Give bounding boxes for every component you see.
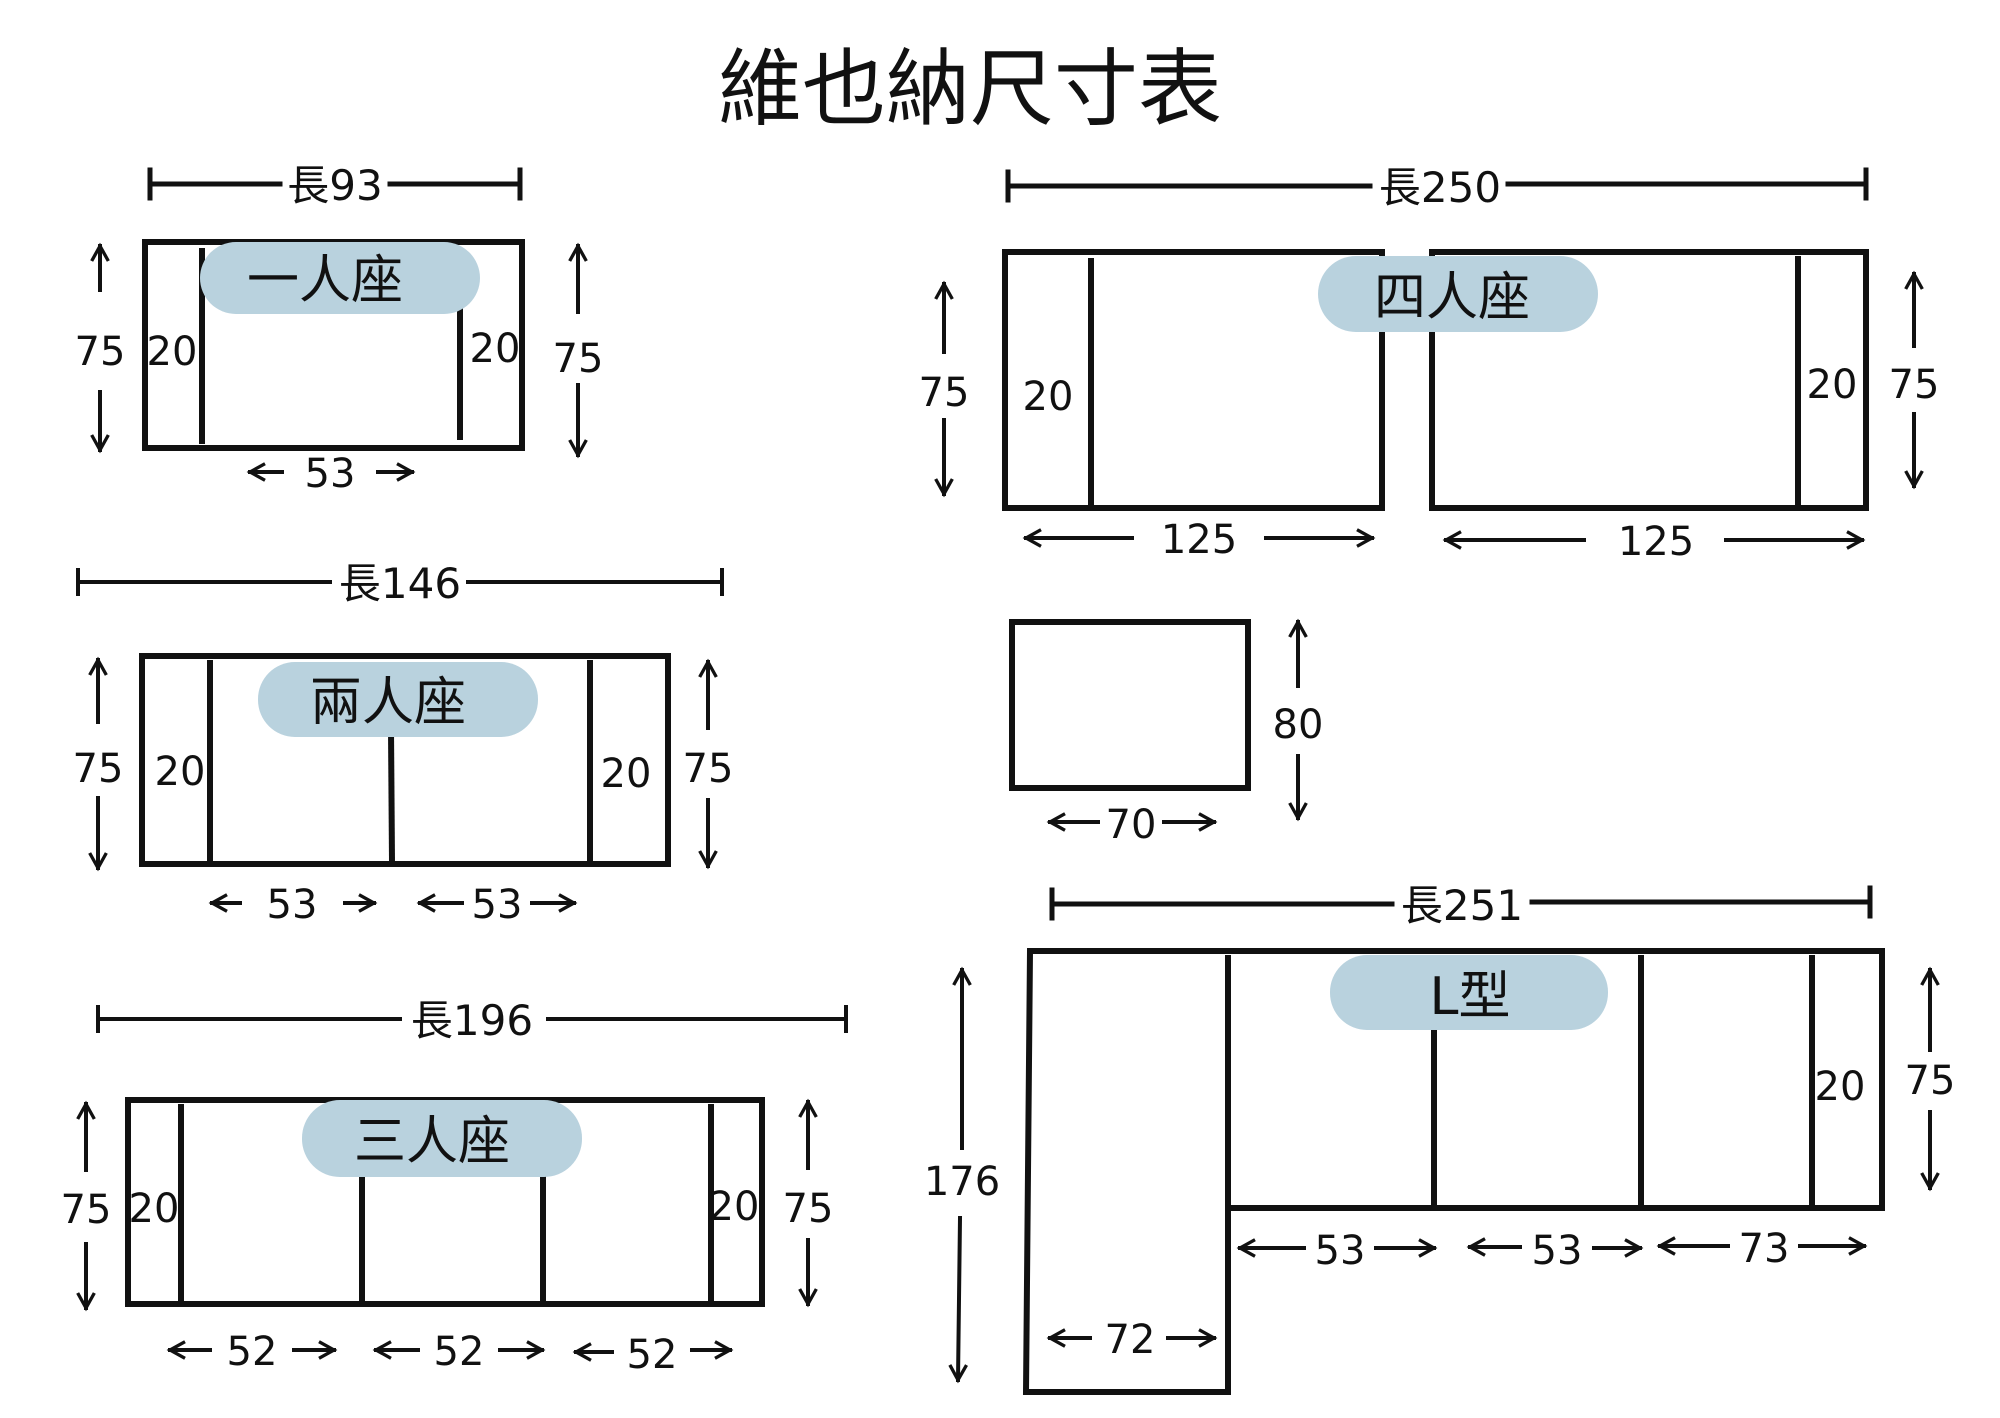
armrest-label-right: 20 [709,1184,760,1230]
name-pill: 兩人座 [258,662,538,737]
depth-label-right: 75 [683,746,734,792]
depth-label-left: 75 [75,329,126,375]
sofa-name: 四人座 [1374,268,1530,328]
armrest-label-left: 20 [129,1186,180,1232]
sofa-outline [139,653,671,867]
depth-label-right: 75 [553,336,604,382]
quad-seat-diagram: 長250 四人座 75 75 20 20 125 125 [919,163,1940,565]
length-label: 長146 [339,559,461,608]
armrest-label-left: 20 [155,749,206,795]
armrest-label-right: 20 [601,751,652,797]
ottoman-depth-label: 80 [1273,702,1324,748]
chaise-width-label: 72 [1105,1317,1156,1363]
armrest-label-right: 20 [1815,1064,1866,1110]
length-label: 長196 [411,996,533,1045]
double-seat-diagram: 長146 兩人座 75 75 20 20 53 53 [73,559,734,928]
depth-label-left: 75 [73,746,124,792]
depth-label-left: 75 [61,1187,112,1233]
sofa-name: 三人座 [354,1112,510,1172]
length-label: 長251 [1401,881,1523,930]
seat1-width-label: 53 [267,882,318,928]
length-label: 長93 [287,161,382,210]
seat-width-label: 53 [305,451,356,497]
name-pill: 一人座 [200,242,480,314]
armrest-label-left: 20 [147,329,198,375]
seat3-width-label: 52 [627,1332,678,1378]
sofa-left-outline [1002,249,1385,511]
sofa-right-outline [1429,249,1869,511]
ottoman-width-label: 70 [1106,802,1157,848]
seat1-width-label: 52 [227,1329,278,1375]
half1-width-label: 125 [1161,517,1237,563]
armrest-label-right: 20 [1807,362,1858,408]
name-pill: 三人座 [302,1100,582,1177]
triple-seat-diagram: 長196 三人座 75 75 20 20 52 52 52 [61,996,848,1378]
ottoman-outline [1009,619,1251,791]
seat2-width-label: 53 [472,882,523,928]
depth-label-left: 176 [924,1159,1000,1205]
sofa-name: L型 [1430,967,1511,1027]
single-seat-diagram: 長93 一人座 75 75 20 20 53 [75,161,604,497]
seat3-width-label: 73 [1739,1226,1790,1272]
sofa-name: 兩人座 [310,673,466,733]
name-pill: 四人座 [1318,256,1598,332]
sofa-outline [1022,948,1885,1395]
seat2-width-label: 53 [1532,1228,1583,1274]
depth-label-right: 75 [1889,362,1940,408]
armrest-label-right: 20 [470,326,521,372]
armrest-label-left: 20 [1023,374,1074,420]
depth-label-right: 75 [1905,1058,1956,1104]
page-title: 維也納尺寸表 [718,40,1222,138]
half2-width-label: 125 [1618,519,1694,565]
seat-divider [388,729,395,863]
seat2-width-label: 52 [434,1329,485,1375]
l-shape-diagram: 長251 L型 176 75 20 72 53 53 73 [924,881,1956,1395]
ottoman-diagram: 80 70 [1009,619,1324,848]
depth-arrow-down-left [958,1215,960,1380]
depth-label-left: 75 [919,370,970,416]
sofa-name: 一人座 [247,251,403,311]
length-label: 長250 [1379,163,1501,212]
seat1-width-label: 53 [1315,1228,1366,1274]
depth-label-right: 75 [783,1186,834,1232]
name-pill: L型 [1330,955,1608,1030]
